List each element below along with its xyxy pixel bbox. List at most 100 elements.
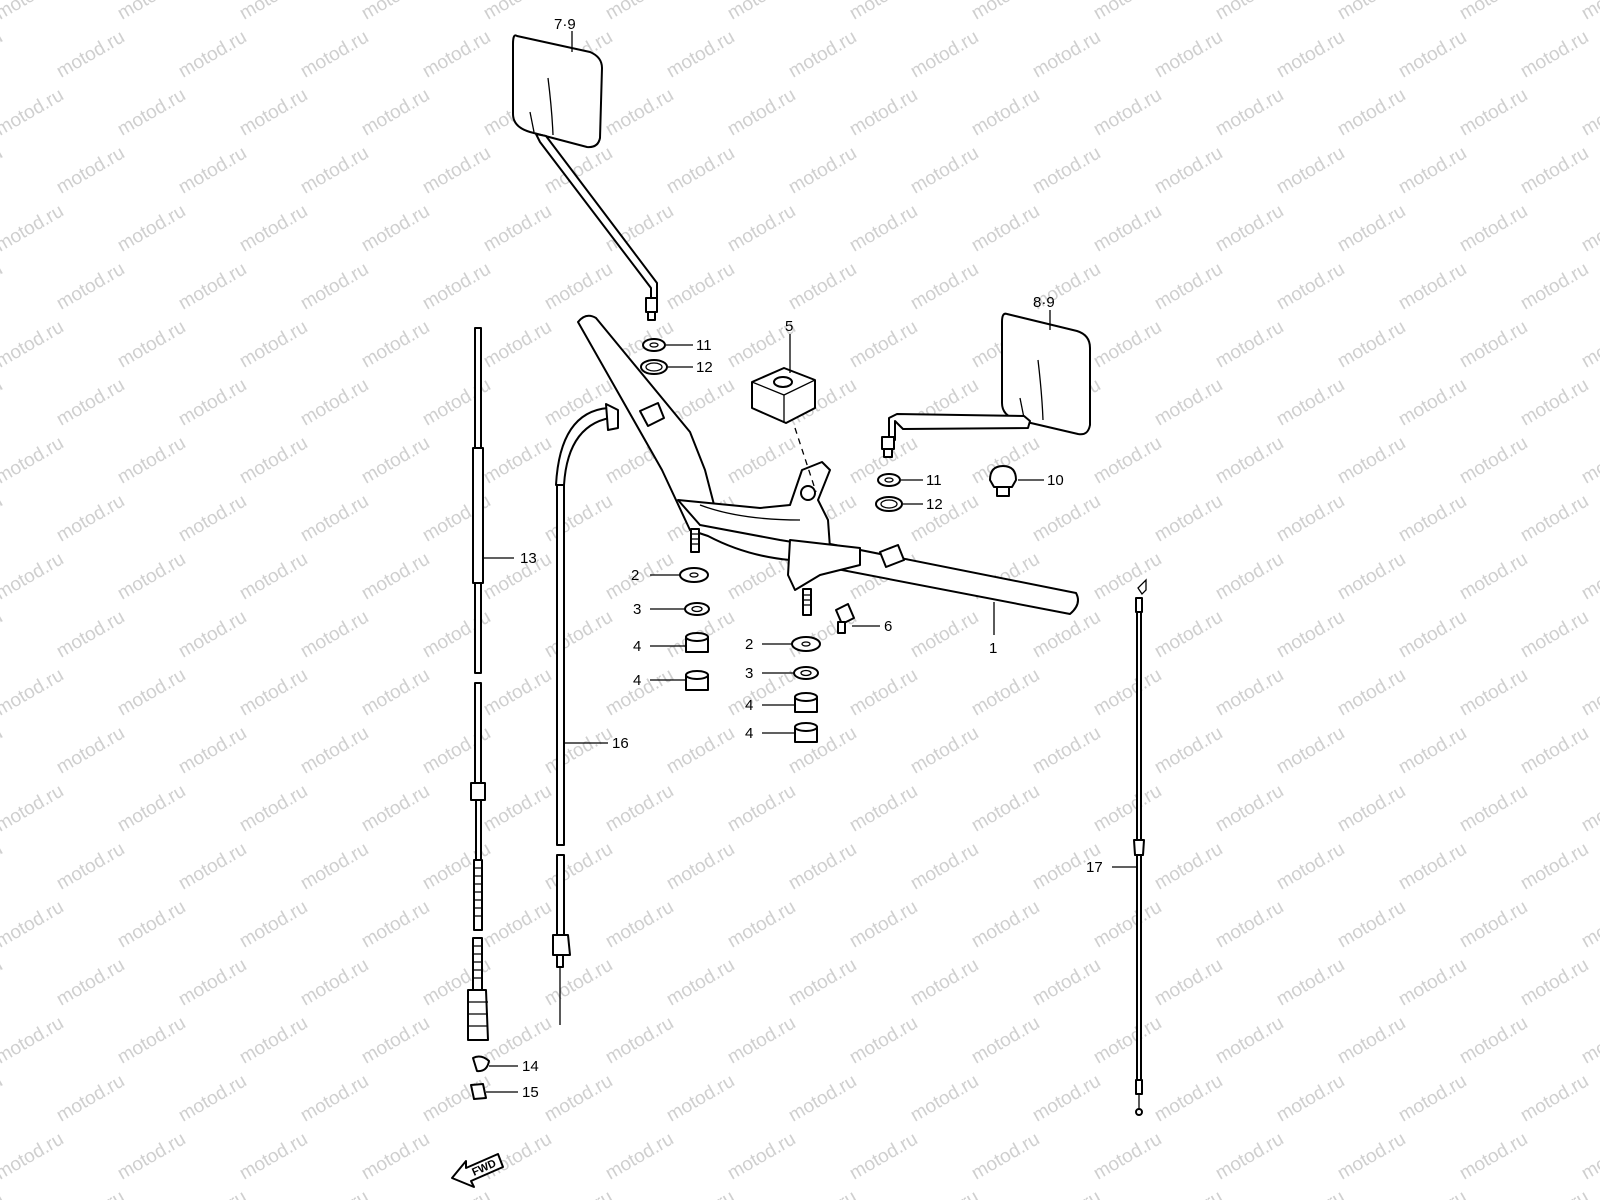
watermark-text: motod.ru <box>1273 491 1348 547</box>
watermark-text: motod.ru <box>1456 85 1531 141</box>
watermark-text: motod.ru <box>1029 955 1104 1011</box>
watermark-text: motod.ru <box>968 1129 1043 1185</box>
watermark-text: motod.ru <box>1090 85 1165 141</box>
watermark-text: motod.ru <box>53 723 128 779</box>
watermark-text: motod.ru <box>541 839 616 895</box>
callout-4-left-b: 4 <box>633 672 641 689</box>
watermark-text: motod.ru <box>0 1187 6 1200</box>
watermark-text: motod.ru <box>358 1129 433 1185</box>
watermark-text: motod.ru <box>907 723 982 779</box>
watermark-text: motod.ru <box>602 897 677 953</box>
watermark-text: motod.ru <box>1456 0 1531 24</box>
watermark-text: motod.ru <box>1151 27 1226 83</box>
watermark-text: motod.ru <box>297 723 372 779</box>
watermark-text: motod.ru <box>358 433 433 489</box>
callout-15: 15 <box>522 1084 539 1101</box>
watermark-text: motod.ru <box>1456 897 1531 953</box>
cable-17[interactable] <box>1133 578 1147 1116</box>
watermark-text: motod.ru <box>785 259 860 315</box>
watermark-text: motod.ru <box>541 1187 616 1200</box>
watermark-text: motod.ru <box>907 491 982 547</box>
watermark-text: motod.ru <box>480 317 555 373</box>
watermark-text: motod.ru <box>846 1129 921 1185</box>
watermark-text: motod.ru <box>0 0 67 24</box>
cable-13[interactable] <box>467 327 490 1100</box>
watermark-text: motod.ru <box>297 27 372 83</box>
watermark-text: motod.ru <box>968 85 1043 141</box>
watermark-text: motod.ru <box>1395 143 1470 199</box>
watermark-text: motod.ru <box>1212 201 1287 257</box>
handlebar[interactable] <box>577 314 1079 616</box>
watermark-text: motod.ru <box>419 375 494 431</box>
watermark-text: motod.ru <box>1517 1187 1592 1200</box>
watermark-text: motod.ru <box>53 375 128 431</box>
callout-4-right-b: 4 <box>745 725 753 742</box>
watermark-text: motod.ru <box>0 1013 67 1069</box>
watermark-text: motod.ru <box>663 259 738 315</box>
callout-12-left: 12 <box>696 359 713 376</box>
watermark-text: motod.ru <box>1578 201 1600 257</box>
watermark-text: motod.ru <box>541 607 616 663</box>
watermark-text: motod.ru <box>0 317 67 373</box>
watermark-text: motod.ru <box>358 781 433 837</box>
watermark-text: motod.ru <box>846 201 921 257</box>
watermark-text: motod.ru <box>53 143 128 199</box>
watermark-text: motod.ru <box>297 1187 372 1200</box>
watermark-text: motod.ru <box>1151 839 1226 895</box>
watermark-text: motod.ru <box>236 433 311 489</box>
watermark-text: motod.ru <box>602 781 677 837</box>
watermark-text: motod.ru <box>1090 897 1165 953</box>
watermark-text: motod.ru <box>1273 955 1348 1011</box>
watermark-text: motod.ru <box>1212 781 1287 837</box>
right-mirror[interactable] <box>881 312 1091 458</box>
callout-14: 14 <box>522 1058 539 1075</box>
watermark-text: motod.ru <box>297 1071 372 1127</box>
watermark-text: motod.ru <box>1151 955 1226 1011</box>
callout-3-right: 3 <box>745 665 753 682</box>
watermark-text: motod.ru <box>1395 1071 1470 1127</box>
watermark-text: motod.ru <box>419 607 494 663</box>
watermark-text: motod.ru <box>846 781 921 837</box>
watermark-text: motod.ru <box>541 491 616 547</box>
watermark-text: motod.ru <box>297 143 372 199</box>
watermark-text: motod.ru <box>53 27 128 83</box>
watermark-text: motod.ru <box>0 201 67 257</box>
watermark-text: motod.ru <box>724 1129 799 1185</box>
watermark-text: motod.ru <box>1151 1187 1226 1200</box>
left-mirror[interactable] <box>512 34 658 321</box>
watermark-text: motod.ru <box>724 781 799 837</box>
watermark-text: motod.ru <box>1578 781 1600 837</box>
watermark-text: motod.ru <box>1273 1187 1348 1200</box>
watermark-text: motod.ru <box>53 839 128 895</box>
watermark-text: motod.ru <box>1456 433 1531 489</box>
watermark-text: motod.ru <box>1273 607 1348 663</box>
watermark-text: motod.ru <box>419 27 494 83</box>
holder-block[interactable] <box>751 367 817 493</box>
callout-13: 13 <box>520 550 537 567</box>
watermark-text: motod.ru <box>175 375 250 431</box>
watermark-text: motod.ru <box>1273 839 1348 895</box>
watermark-text: motod.ru <box>0 433 67 489</box>
watermark-text: motod.ru <box>663 955 738 1011</box>
watermark-text: motod.ru <box>114 781 189 837</box>
watermark-text: motod.ru <box>1456 665 1531 721</box>
watermark-text: motod.ru <box>1151 375 1226 431</box>
watermark-text: motod.ru <box>1395 491 1470 547</box>
watermark-text: motod.ru <box>1334 665 1409 721</box>
watermark-text: motod.ru <box>907 839 982 895</box>
callout-4-right-a: 4 <box>745 697 753 714</box>
watermark-text: motod.ru <box>1029 607 1104 663</box>
callout-5: 5 <box>785 318 793 335</box>
watermark-text: motod.ru <box>175 607 250 663</box>
fasteners[interactable] <box>640 338 903 743</box>
cable-16[interactable] <box>552 403 619 1025</box>
watermark-text: motod.ru <box>0 607 6 663</box>
watermark-text: motod.ru <box>419 1187 494 1200</box>
watermark-text: motod.ru <box>114 549 189 605</box>
cap-part[interactable] <box>989 465 1017 497</box>
watermark-text: motod.ru <box>1395 375 1470 431</box>
watermark-text: motod.ru <box>541 259 616 315</box>
watermark-text: motod.ru <box>1395 607 1470 663</box>
watermark-text: motod.ru <box>1578 433 1600 489</box>
watermark-text: motod.ru <box>1090 433 1165 489</box>
